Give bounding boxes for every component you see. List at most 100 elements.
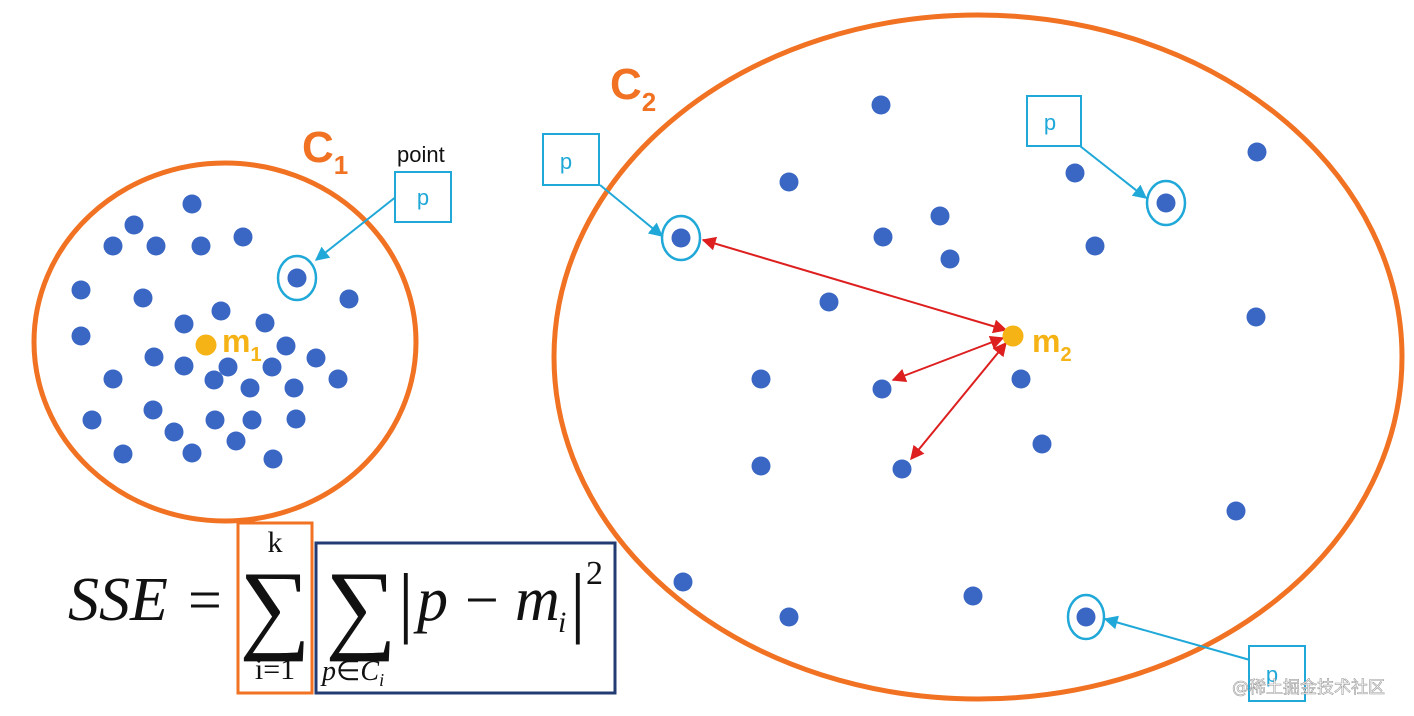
- data-point: [306, 348, 326, 368]
- data-point: [673, 572, 693, 592]
- exponent: 2: [586, 555, 603, 592]
- data-point: [71, 280, 91, 300]
- data-point: [113, 444, 133, 464]
- data-point: [751, 369, 771, 389]
- highlighted-point: [1156, 193, 1176, 213]
- data-point: [164, 422, 184, 442]
- point-p-box: [1026, 95, 1082, 147]
- data-point: [871, 95, 891, 115]
- data-point: [262, 357, 282, 377]
- data-point: [182, 194, 202, 214]
- cluster-2-outline: [551, 12, 1405, 702]
- abs-close: |: [570, 558, 586, 645]
- data-point: [892, 459, 912, 479]
- inner-sum-sigma: ∑: [325, 551, 396, 662]
- data-point: [182, 443, 202, 463]
- data-point: [146, 236, 166, 256]
- point-p-label: p: [560, 149, 572, 174]
- data-point: [963, 586, 983, 606]
- data-point: [1247, 142, 1267, 162]
- data-point: [174, 356, 194, 376]
- data-point: [940, 249, 960, 269]
- data-point: [233, 227, 253, 247]
- data-point: [1065, 163, 1085, 183]
- data-point: [819, 292, 839, 312]
- data-point: [276, 336, 296, 356]
- data-point: [930, 206, 950, 226]
- term-m-sub: i: [558, 606, 566, 639]
- data-point: [263, 449, 283, 469]
- cluster-2-label: C2: [610, 60, 656, 117]
- callout-arrow: [1103, 615, 1251, 661]
- term-p: p: [413, 566, 448, 634]
- data-point: [191, 236, 211, 256]
- callout-arrow: [314, 195, 398, 261]
- data-point: [255, 313, 275, 333]
- data-point: [103, 369, 123, 389]
- outer-sum-lower: i=1: [255, 653, 295, 686]
- centroid-m1: [195, 334, 217, 356]
- highlighted-point: [287, 268, 307, 288]
- highlight-ring: [1145, 179, 1187, 227]
- point-p-box: [1248, 645, 1306, 702]
- data-point: [82, 410, 102, 430]
- point-p-label: p: [1044, 110, 1056, 135]
- point-p-label: p: [417, 185, 429, 210]
- sse-formula: SSE = k ∑ i=1 ∑ p∈Ci | p − m i | 2: [68, 521, 617, 695]
- centroid-m1-label: m1: [222, 323, 262, 366]
- abs-open: |: [398, 558, 414, 645]
- callout-arrow: [599, 184, 664, 237]
- data-point: [1246, 307, 1266, 327]
- data-point: [144, 347, 164, 367]
- data-point: [204, 370, 224, 390]
- callout-arrow: [1079, 145, 1148, 199]
- highlight-ring: [660, 214, 702, 262]
- data-point: [751, 456, 771, 476]
- formula-lhs: SSE: [68, 566, 168, 634]
- data-point: [226, 431, 246, 451]
- outer-sum-upper: k: [268, 526, 283, 559]
- data-point: [71, 326, 91, 346]
- data-point: [205, 410, 225, 430]
- cluster-1-points: [71, 194, 359, 469]
- term-minus: −: [465, 567, 499, 633]
- data-point: [328, 369, 348, 389]
- data-point: [779, 172, 799, 192]
- distance-arrow: [910, 341, 1007, 461]
- term-m: m: [515, 566, 560, 634]
- data-point: [103, 236, 123, 256]
- data-point: [240, 378, 260, 398]
- outer-sum-box: [236, 521, 314, 695]
- centroid-m2: [1002, 325, 1024, 347]
- centroid-m2-label: m2: [1032, 323, 1072, 366]
- data-point: [1085, 236, 1105, 256]
- data-point: [1032, 434, 1052, 454]
- watermark: @稀土掘金技术社区: [1232, 678, 1385, 698]
- data-point: [1011, 369, 1031, 389]
- inner-sum-lower: p∈Ci: [320, 656, 384, 690]
- distance-arrow: [891, 335, 1005, 383]
- data-point: [339, 289, 359, 309]
- data-point: [779, 607, 799, 627]
- data-point: [218, 357, 238, 377]
- data-point: [211, 301, 231, 321]
- data-point: [286, 409, 306, 429]
- highlight-ring: [276, 254, 318, 302]
- point-p-box: [542, 133, 600, 186]
- data-point: [242, 410, 262, 430]
- point-p-label: p: [1266, 662, 1278, 687]
- point-p-box: [394, 171, 452, 223]
- data-point: [1226, 501, 1246, 521]
- data-point: [143, 400, 163, 420]
- data-point: [124, 215, 144, 235]
- highlighted-point: [1076, 607, 1096, 627]
- data-point: [174, 314, 194, 334]
- highlighted-point: [671, 228, 691, 248]
- inner-sum-box: [314, 541, 617, 695]
- outer-sum-sigma: ∑: [239, 551, 310, 662]
- data-point: [873, 227, 893, 247]
- cluster-1-label: C1: [302, 123, 348, 180]
- distance-arrow: [701, 236, 1008, 334]
- cluster-1-outline: [31, 160, 419, 524]
